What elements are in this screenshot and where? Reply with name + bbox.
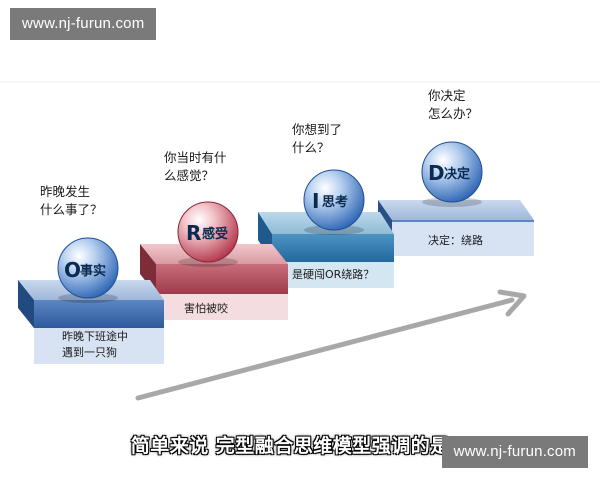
ball-r-word: 感受 <box>202 226 228 242</box>
question-r-line1: 你当时有什 <box>164 150 227 165</box>
ball-i-word: 思考 <box>322 194 348 210</box>
ball-o: O 事实 <box>57 237 119 303</box>
question-d-line1: 你决定 <box>428 88 466 103</box>
ball-o-word: 事实 <box>80 263 106 279</box>
step-r <box>140 244 288 320</box>
caption-d-line1: 决定：绕路 <box>428 233 483 247</box>
ball-r: R 感受 <box>177 201 239 267</box>
caption-o-line2: 遇到一只狗 <box>62 346 117 359</box>
question-d-line2: 怎么办？ <box>428 106 478 121</box>
caption-r-line1: 害怕被咬 <box>184 301 228 315</box>
subtitle: 简单来说 完型融合思维模型强调的是： <box>130 435 470 457</box>
step-i <box>258 212 394 288</box>
step-d <box>378 200 534 256</box>
watermark-top: www.nj-furun.com <box>10 8 157 40</box>
orid-staircase: O 事实 R 感受 I 思考 D 决定 昨晚发生 什么事了？ 你当时有什 么感觉… <box>0 81 600 401</box>
ball-r-letter: R <box>186 221 201 245</box>
ball-d-word: 决定 <box>444 166 470 182</box>
question-i-line2: 什么？ <box>292 140 330 155</box>
watermark-bottom: www.nj-furun.com <box>441 436 588 468</box>
question-i-line1: 你想到了 <box>292 122 342 137</box>
orid-diagram: O 事实 R 感受 I 思考 D 决定 昨晚发生 什么事了？ 你当时有什 么感觉… <box>0 72 600 457</box>
step-o <box>18 280 164 364</box>
ball-i: I 思考 <box>303 169 365 235</box>
ball-i-letter: I <box>312 189 319 213</box>
question-o-line1: 昨晚发生 <box>40 184 90 199</box>
caption-o-line1: 昨晚下班途中 <box>62 329 128 343</box>
growth-arrow <box>135 289 527 401</box>
question-o-line2: 什么事了？ <box>40 202 103 217</box>
ball-d: D 决定 <box>421 141 483 207</box>
ball-d-letter: D <box>428 161 445 185</box>
question-r-line2: 么感觉？ <box>164 168 214 183</box>
ball-o-letter: O <box>64 258 81 282</box>
caption-i-line1: 是硬闯OR绕路？ <box>292 267 374 281</box>
